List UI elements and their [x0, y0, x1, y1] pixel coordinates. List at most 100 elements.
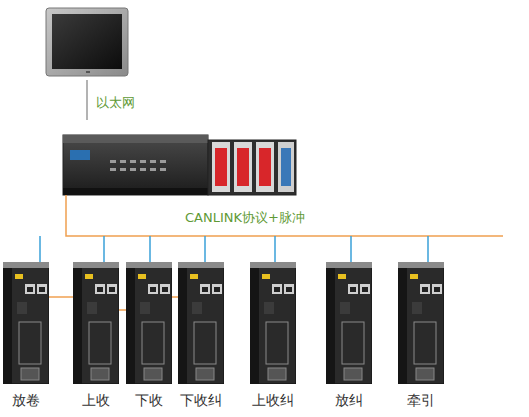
drive-top	[178, 262, 224, 268]
bus-drop	[40, 236, 428, 262]
ethernet-chain	[49, 296, 73, 298]
rj45-port	[160, 284, 170, 294]
power-connector	[91, 368, 109, 380]
servo-drive-node: 下收纠	[178, 262, 224, 410]
drive-side	[326, 262, 335, 384]
rj45-port	[420, 284, 430, 294]
rj45-port	[27, 287, 33, 292]
power-connector	[196, 368, 214, 380]
drive-side	[73, 262, 82, 384]
power-connector	[344, 368, 362, 380]
power-connector	[21, 368, 39, 380]
rj45-port	[350, 287, 356, 292]
drive-name: 下收	[116, 392, 182, 410]
drive-sticker	[85, 274, 93, 279]
servo-drive-node: 下收	[126, 262, 172, 410]
drive-side	[250, 262, 259, 384]
rj45-port	[200, 284, 210, 294]
drive-body	[178, 262, 224, 384]
drive-name: 上收	[63, 392, 129, 410]
io-module	[212, 142, 294, 192]
ethernet-chain	[119, 309, 126, 311]
rj45-port	[272, 284, 282, 294]
rj45-port	[362, 287, 368, 292]
drive-name: 放纠	[316, 392, 382, 410]
signal-connector	[342, 322, 364, 364]
rj45-port	[274, 287, 280, 292]
drive-sticker	[138, 274, 146, 279]
signal-connector	[194, 322, 216, 364]
rj45-port	[434, 287, 440, 292]
canlink-bus	[66, 195, 503, 236]
rj45-port	[107, 284, 117, 294]
network-label: CANLINK协议+脉冲	[185, 209, 305, 227]
ethernet-wire	[86, 80, 88, 120]
drive-panel	[17, 302, 27, 314]
drive-top	[3, 262, 49, 268]
drive-name: 下收纠	[168, 392, 234, 410]
power-connector	[144, 368, 162, 380]
drive-top	[398, 262, 444, 268]
drive-sticker	[190, 274, 198, 279]
drive-side	[178, 262, 187, 384]
signal-connector	[19, 322, 41, 364]
rj45-port	[212, 284, 222, 294]
drive-name: 牵引	[388, 392, 454, 410]
drive-body	[73, 262, 119, 384]
rj45-port	[202, 287, 208, 292]
drive-panel	[340, 302, 350, 314]
rj45-port	[214, 287, 220, 292]
drive-panel	[412, 302, 422, 314]
drive-top	[73, 262, 119, 268]
ethernet-chain	[172, 296, 178, 298]
hmi-screen	[46, 8, 128, 76]
servo-drive-node: 上收	[73, 262, 119, 410]
drive-panel	[140, 302, 150, 314]
plc-controller	[63, 135, 296, 195]
power-connector	[416, 368, 434, 380]
rj45-port	[95, 284, 105, 294]
network-label: 以太网	[96, 94, 135, 112]
signal-connector	[266, 322, 288, 364]
drive-side	[3, 262, 12, 384]
drive-top	[250, 262, 296, 268]
signal-connector	[142, 322, 164, 364]
drive-top	[126, 262, 172, 268]
drive-panel	[192, 302, 202, 314]
rj45-port	[109, 287, 115, 292]
servo-drive-node: 放纠	[326, 262, 372, 410]
rj45-port	[286, 287, 292, 292]
drive-body	[3, 262, 49, 384]
servo-drive	[398, 262, 444, 384]
servo-drive	[3, 262, 49, 384]
drive-sticker	[338, 274, 346, 279]
drive-body	[250, 262, 296, 384]
drive-sticker	[15, 274, 23, 279]
drive-body	[326, 262, 372, 384]
drive-sticker	[262, 274, 270, 279]
drive-side	[126, 262, 135, 384]
rj45-port	[39, 287, 45, 292]
drive-name: 放卷	[0, 392, 59, 410]
servo-drive	[250, 262, 296, 384]
drive-name: 上收纠	[240, 392, 306, 410]
drive-panel	[264, 302, 274, 314]
drive-side	[398, 262, 407, 384]
rj45-port	[432, 284, 442, 294]
drive-top	[326, 262, 372, 268]
rj45-port	[360, 284, 370, 294]
rj45-port	[422, 287, 428, 292]
servo-drive	[73, 262, 119, 384]
servo-drive	[126, 262, 172, 384]
power-connector	[268, 368, 286, 380]
drive-body	[126, 262, 172, 384]
rj45-port	[162, 287, 168, 292]
drive-body	[398, 262, 444, 384]
servo-drive-node: 放卷	[3, 262, 49, 410]
rj45-port	[25, 284, 35, 294]
rj45-port	[97, 287, 103, 292]
rj45-port	[284, 284, 294, 294]
drive-sticker	[410, 274, 418, 279]
